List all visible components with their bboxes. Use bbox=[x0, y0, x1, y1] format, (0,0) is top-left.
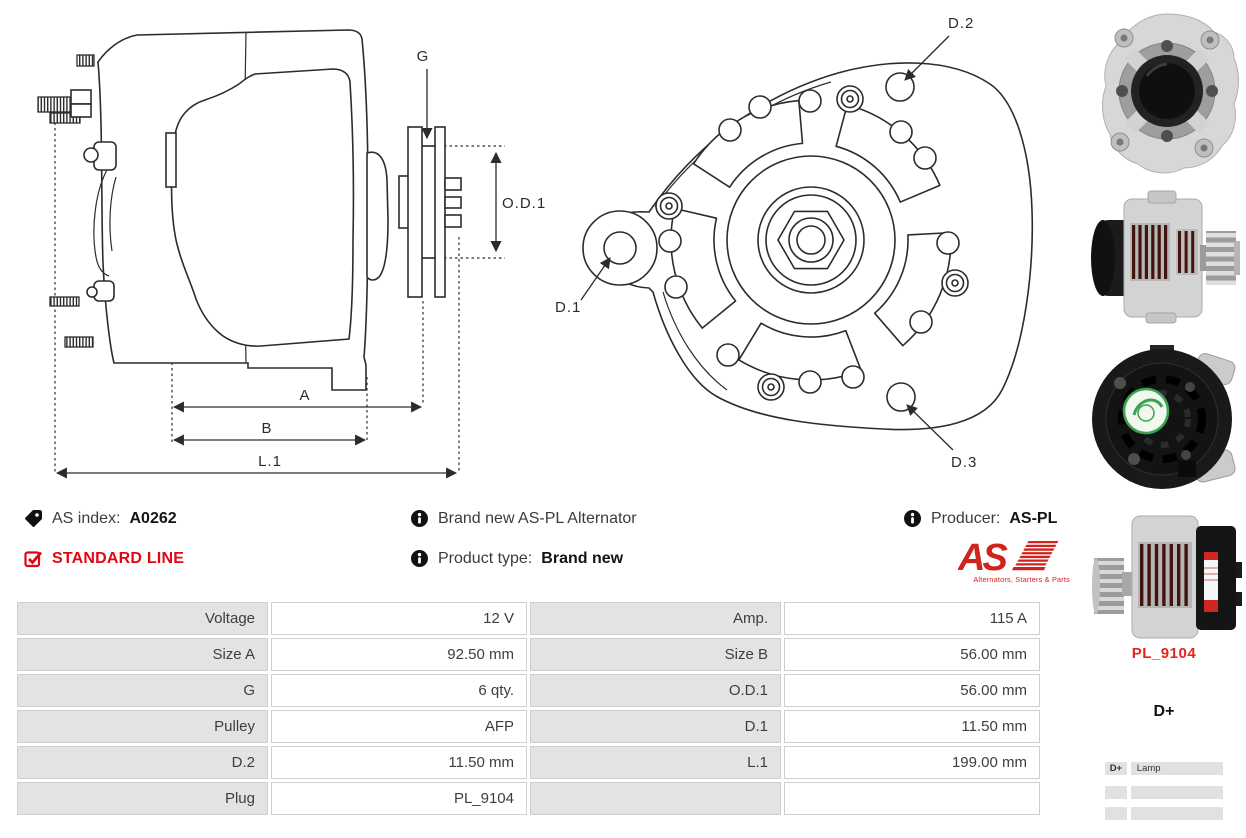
spec-value-cell: 92.50 mm bbox=[271, 638, 527, 671]
dim-label-l1: L.1 bbox=[258, 453, 282, 470]
spec-label-cell: L.1 bbox=[530, 746, 781, 779]
as-index-row: AS index: A0262 bbox=[24, 509, 177, 528]
logo-tagline: Alternators, Starters & Parts bbox=[973, 575, 1070, 584]
dim-label-od1: O.D.1 bbox=[502, 195, 546, 212]
as-pl-logo: AS Alternators, Starters & Parts bbox=[958, 538, 1070, 584]
spec-label-cell: D.1 bbox=[530, 710, 781, 743]
product-photo-side[interactable] bbox=[1088, 183, 1242, 329]
spec-label-cell: Voltage bbox=[17, 602, 268, 635]
pin-name-cell: D+ bbox=[1105, 762, 1127, 775]
spec-value-cell: 56.00 mm bbox=[784, 674, 1040, 707]
spec-value-cell: 6 qty. bbox=[271, 674, 527, 707]
plug-code-label: PL_9104 bbox=[1131, 645, 1197, 662]
connector-pinout-row: D+ Lamp bbox=[1105, 762, 1223, 775]
as-index-value: A0262 bbox=[129, 509, 177, 527]
spec-value-cell: AFP bbox=[271, 710, 527, 743]
description-text: Brand new AS-PL Alternator bbox=[438, 509, 637, 527]
as-index-label: AS index: bbox=[52, 509, 121, 527]
description-row: Brand new AS-PL Alternator bbox=[410, 509, 637, 528]
leader-d2 bbox=[904, 35, 950, 81]
standard-line-row[interactable]: STANDARD LINE bbox=[24, 549, 184, 568]
standard-line-label: STANDARD LINE bbox=[52, 549, 185, 567]
product-type-row: Product type: Brand new bbox=[410, 549, 623, 568]
spec-row: Size A 92.50 mm Size B 56.00 mm bbox=[17, 638, 1040, 671]
spec-label-cell: Plug bbox=[17, 782, 268, 815]
pin-function-cell: Lamp bbox=[1130, 762, 1223, 775]
checkbox-checked-icon bbox=[24, 549, 43, 568]
spec-value-cell bbox=[784, 782, 1040, 815]
spec-label-cell: D.2 bbox=[17, 746, 268, 779]
spec-row: G 6 qty. O.D.1 56.00 mm bbox=[17, 674, 1040, 707]
spec-row: Voltage 12 V Amp. 115 A bbox=[17, 602, 1040, 635]
spec-value-cell: 11.50 mm bbox=[271, 746, 527, 779]
spec-table: Voltage 12 V Amp. 115 A Size A 92.50 mm … bbox=[14, 599, 1043, 818]
dim-label-d3: D.3 bbox=[951, 454, 977, 471]
product-photo-rear[interactable] bbox=[1090, 333, 1242, 505]
product-type-label: Product type: bbox=[438, 549, 533, 567]
terminal-label: D+ bbox=[1153, 703, 1175, 720]
spec-label-cell: Size B bbox=[530, 638, 781, 671]
leader-d1 bbox=[580, 257, 611, 301]
front-view-drawing: D.2 D.1 D.3 bbox=[555, 15, 1034, 471]
pin-name-cell bbox=[1105, 786, 1127, 799]
producer-row: Producer: AS-PL bbox=[903, 509, 1057, 528]
spec-value-cell: 11.50 mm bbox=[784, 710, 1040, 743]
spec-label-cell: O.D.1 bbox=[530, 674, 781, 707]
dim-label-a: A bbox=[299, 387, 310, 404]
spec-label-cell: Amp. bbox=[530, 602, 781, 635]
leader-d3 bbox=[906, 404, 954, 451]
spec-label-cell bbox=[530, 782, 781, 815]
spec-value-cell: 56.00 mm bbox=[784, 638, 1040, 671]
product-type-value: Brand new bbox=[541, 549, 624, 567]
spec-label-cell: G bbox=[17, 674, 268, 707]
info-icon bbox=[410, 509, 429, 528]
dim-label-b: B bbox=[261, 420, 272, 437]
side-view-drawing: G O.D.1 A B L.1 bbox=[37, 29, 546, 479]
spec-value-cell: 12 V bbox=[271, 602, 527, 635]
producer-value: AS-PL bbox=[1009, 509, 1058, 527]
dim-label-d1: D.1 bbox=[555, 299, 581, 316]
logo-stripes bbox=[1011, 541, 1059, 571]
connector-pinout-table: D+ Lamp bbox=[1105, 762, 1223, 831]
tag-icon bbox=[24, 509, 43, 528]
pin-name-cell bbox=[1105, 807, 1127, 820]
info-icon bbox=[903, 509, 922, 528]
producer-label: Producer: bbox=[931, 509, 1001, 527]
dim-label-g: G bbox=[417, 48, 430, 65]
spec-value-cell: 199.00 mm bbox=[784, 746, 1040, 779]
spec-label-cell: Size A bbox=[17, 638, 268, 671]
spec-row: D.2 11.50 mm L.1 199.00 mm bbox=[17, 746, 1040, 779]
dim-label-d2: D.2 bbox=[948, 15, 974, 32]
pin-function-cell bbox=[1130, 786, 1223, 799]
spec-row: Pulley AFP D.1 11.50 mm bbox=[17, 710, 1040, 743]
spec-label-cell: Pulley bbox=[17, 710, 268, 743]
spec-row: Plug PL_9104 bbox=[17, 782, 1040, 815]
connector-pinout-row bbox=[1105, 807, 1223, 820]
spec-value-cell: 115 A bbox=[784, 602, 1040, 635]
pin-function-cell bbox=[1130, 807, 1223, 820]
logo-text: AS bbox=[958, 538, 1007, 579]
connector-pinout-row bbox=[1105, 786, 1223, 799]
info-icon bbox=[410, 549, 429, 568]
spec-value-cell: PL_9104 bbox=[271, 782, 527, 815]
product-photo-side-2[interactable] bbox=[1090, 508, 1244, 644]
product-photo-front[interactable] bbox=[1092, 6, 1242, 178]
